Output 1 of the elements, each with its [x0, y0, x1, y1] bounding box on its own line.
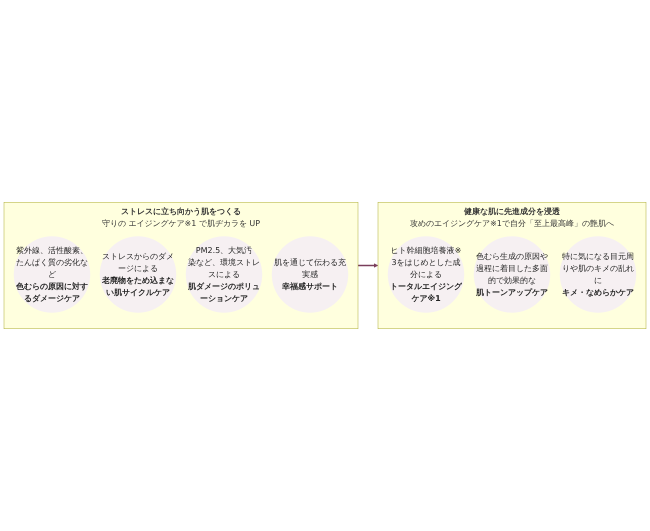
arrow: [358, 263, 378, 268]
